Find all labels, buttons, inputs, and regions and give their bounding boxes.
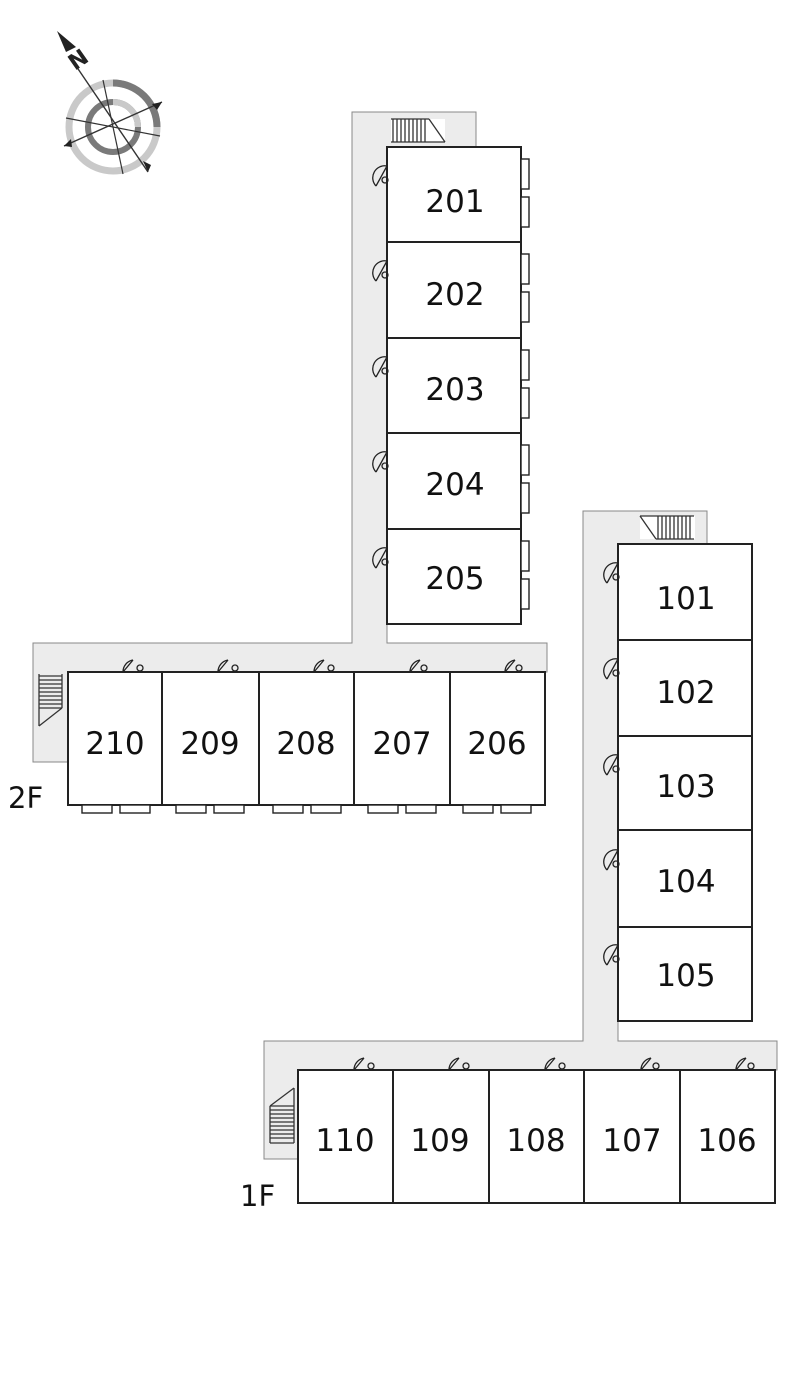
unit-205: 205 [386,528,522,625]
floor-2f: 201 202 203 204 205 [8,111,548,815]
unit-number: 206 [467,726,526,762]
unit-number: 105 [656,958,715,994]
unit-201: 201 [386,146,522,243]
unit-number: 108 [506,1123,565,1159]
unit-number: 207 [372,726,431,762]
unit-106: 106 [679,1069,776,1204]
unit-number: 102 [656,675,715,711]
compass-rose-icon: N [57,31,163,175]
unit-number: 203 [425,372,484,408]
unit-104: 104 [617,829,753,928]
unit-number: 201 [425,184,484,220]
unit-110: 110 [297,1069,394,1204]
door-icons [353,1057,755,1071]
unit-202: 202 [386,241,522,339]
unit-number: 107 [602,1123,661,1159]
unit-209: 209 [161,671,260,806]
door-icons [603,562,620,966]
staircase-icon [391,118,446,143]
unit-204: 204 [386,432,522,530]
unit-number: 202 [425,277,484,313]
staircase-icon [38,674,63,727]
unit-number: 104 [656,864,715,900]
unit-number: 101 [656,581,715,617]
unit-number: 109 [410,1123,469,1159]
unit-203: 203 [386,337,522,434]
door-icons [122,659,523,673]
unit-109: 109 [392,1069,490,1204]
unit-number: 209 [180,726,239,762]
unit-102: 102 [617,639,753,737]
floor-label-1f: 1F [240,1179,275,1213]
unit-107: 107 [583,1069,681,1204]
floor-1f: 101 102 103 104 105 110 [240,510,778,1213]
unit-206: 206 [449,671,546,806]
unit-103: 103 [617,735,753,831]
unit-208: 208 [258,671,355,806]
unit-number: 204 [425,467,484,503]
staircase-icon [269,1087,295,1144]
unit-number: 208 [276,726,335,762]
window-markers [81,804,532,814]
unit-108: 108 [488,1069,585,1204]
floor-label-2f: 2F [8,781,43,815]
unit-number: 103 [656,769,715,805]
unit-number: 106 [697,1123,756,1159]
door-icons [372,165,389,569]
unit-207: 207 [353,671,451,806]
window-markers [520,158,530,610]
unit-number: 210 [85,726,144,762]
unit-number: 110 [315,1123,374,1159]
unit-210: 210 [67,671,163,806]
unit-101: 101 [617,543,753,641]
staircase-icon [639,515,695,540]
unit-105: 105 [617,926,753,1022]
unit-number: 205 [425,561,484,597]
